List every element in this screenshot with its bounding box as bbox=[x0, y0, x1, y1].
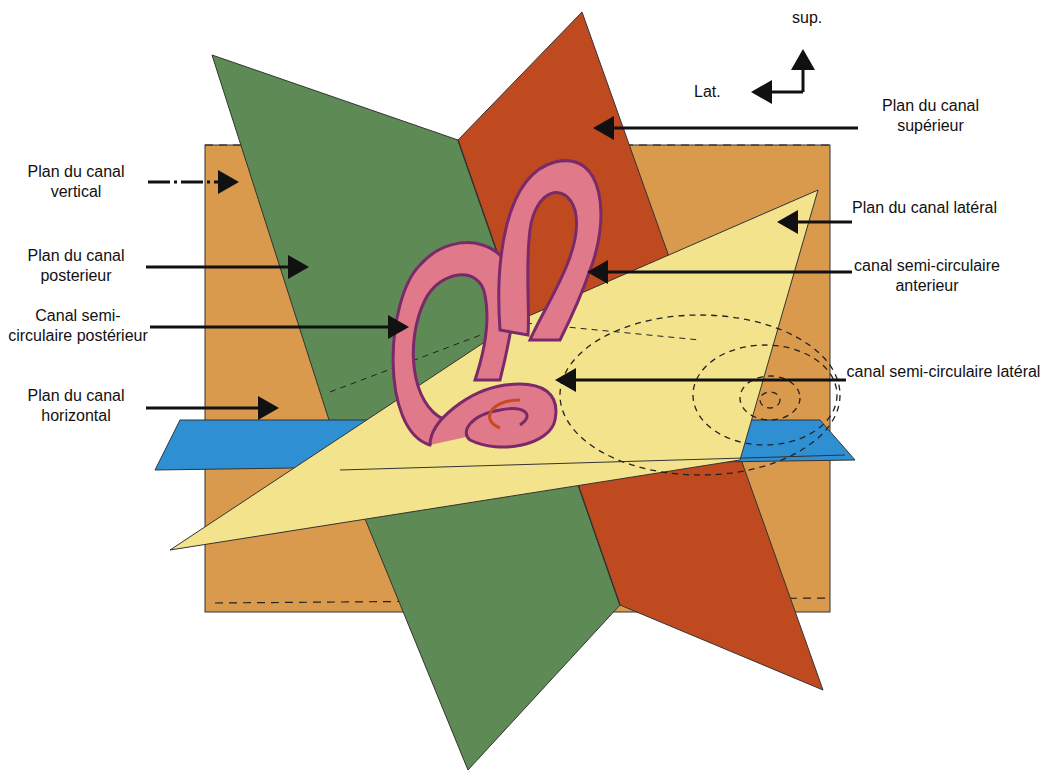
leader-lines bbox=[146, 128, 858, 408]
part-label: canal semi-circulaire latéral bbox=[846, 362, 1041, 382]
part-label: canal semi-circulaire anterieur bbox=[852, 256, 1002, 296]
part-label: Plan du canal posterieur bbox=[10, 246, 142, 286]
part-label: Lat. bbox=[694, 82, 746, 102]
cochlea-outline bbox=[560, 315, 840, 475]
semicircular-canals bbox=[393, 161, 601, 447]
lateral-plane bbox=[170, 190, 818, 550]
part-label: Plan du canal vertical bbox=[10, 162, 142, 202]
part-label: Canal semi-circulaire postérieur bbox=[8, 306, 148, 346]
part-label: Plan du canal latéral bbox=[852, 198, 997, 218]
part-label: Plan du canal horizontal bbox=[10, 386, 142, 426]
part-label: Plan du canal supérieur bbox=[858, 96, 1003, 136]
orientation-arrows bbox=[754, 52, 803, 92]
part-label: sup. bbox=[792, 8, 842, 28]
